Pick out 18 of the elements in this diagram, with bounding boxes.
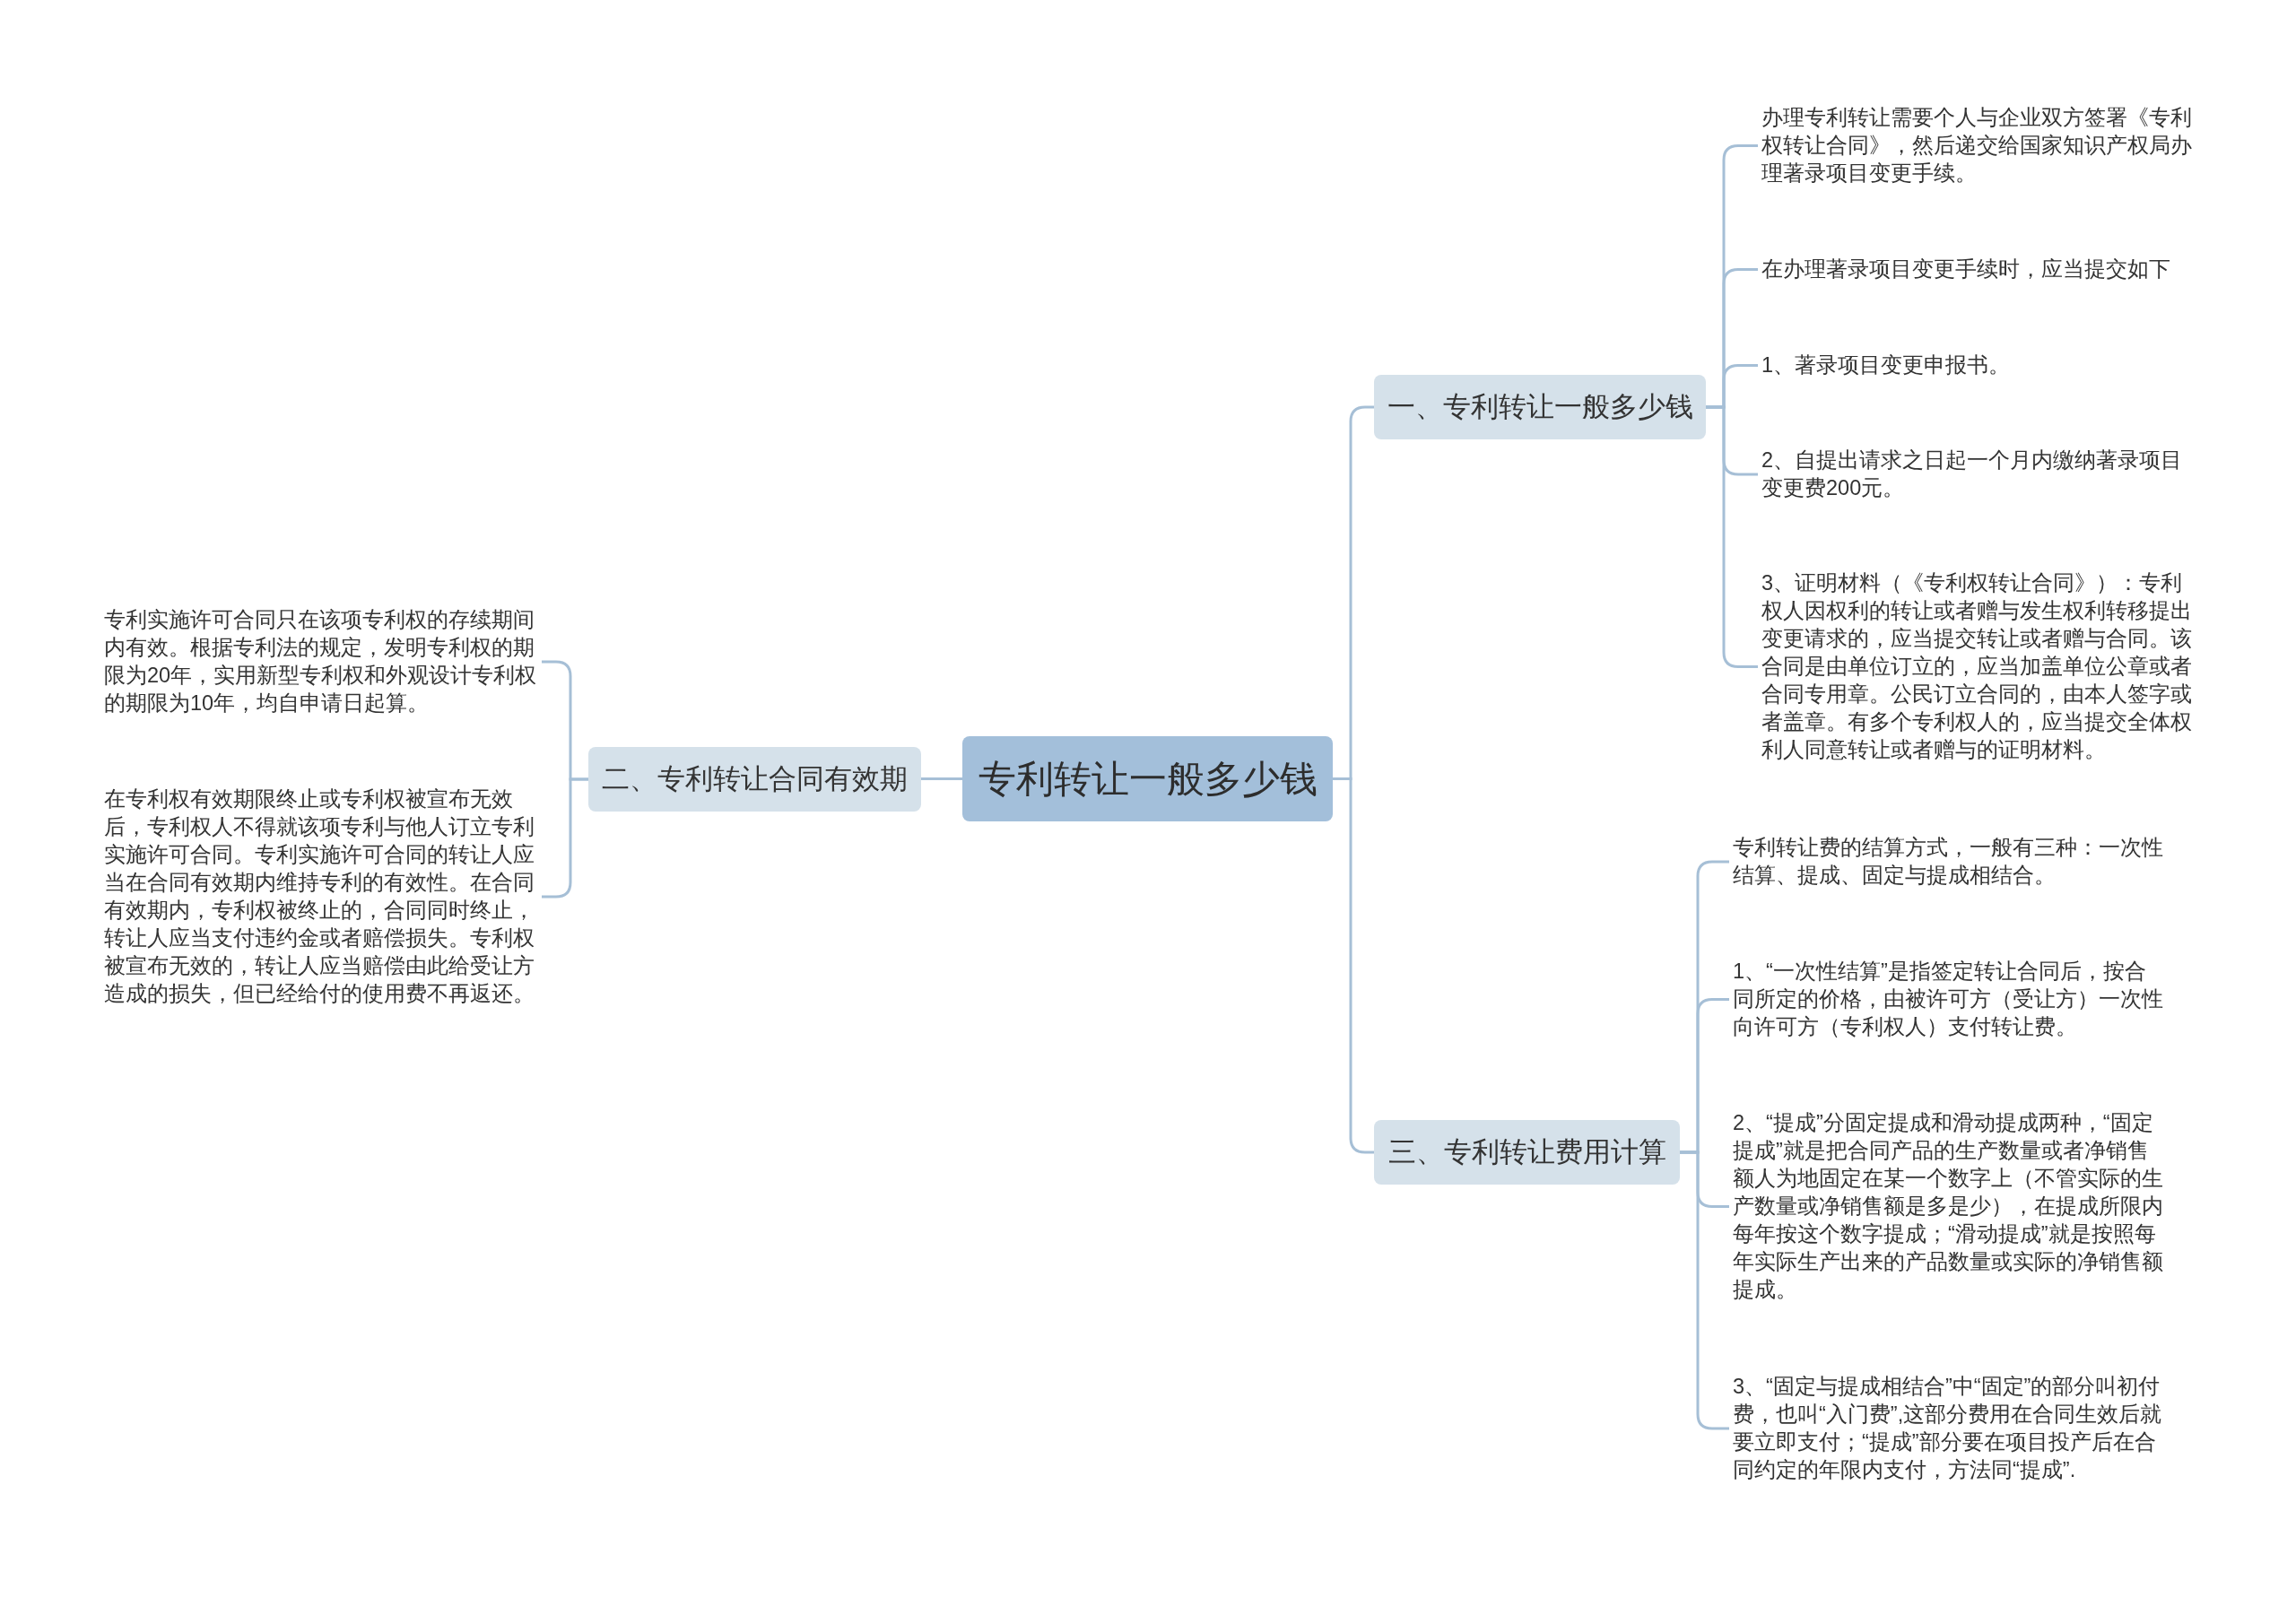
topic-text: 2、自提出请求之日起一个月内缴纳著录项目变更费200元。 — [1758, 447, 2199, 502]
topic-text: 1、“一次性结算”是指签定转让合同后，按合同所定的价格，由被许可方（受让方）一次性向许可方（专利权人）支付转让费。 — [1729, 958, 2170, 1041]
topic-text: 2、“提成”分固定提成和滑动提成两种，“固定提成”就是把合同产品的生产数量或者净销售额人为地固定在某一个数字上（不管实际的生产数量或净销售额是多是少），在提成所限内每年按这个数字提成；“滑动提成”就是按照每年实际生产出来的产品数量或实际的净销售额提成。 — [1729, 1109, 2170, 1304]
topic-text: 专利转让费的结算方式，一般有三种：一次性结算、提成、固定与提成相结合。 — [1729, 834, 2170, 890]
topic-text: 在办理著录项目变更手续时，应当提交如下 — [1758, 256, 2199, 283]
branch-topic: 一、专利转让一般多少钱 — [1374, 375, 1706, 439]
central-topic: 专利转让一般多少钱 — [962, 736, 1333, 821]
topic-text: 在专利权有效期限终止或专利权被宣布无效后，专利权人不得就该项专利与他人订立专利实施许可合同。专利实施许可合同的转让人应当在合同有效期内维持专利的有效性。在合同有效期内，专利权被终止的，合同同时终止，转让人应当支付违约金或者赔偿损失。专利权被宣布无效的，转让人应当赔偿由此给受让方造成的损失，但已经给付的使用费不再返还。 — [100, 786, 542, 1008]
topic-text: 办理专利转让需要个人与企业双方签署《专利权转让合同》，然后递交给国家知识产权局办理著录项目变更手续。 — [1758, 104, 2199, 187]
connector-line — [1680, 1150, 1729, 1430]
topic-text: 3、“固定与提成相结合”中“固定”的部分叫初付费，也叫“入门费”,这部分费用在合同生效后就要立即支付；“提成”部分要在项目投产后在合同约定的年限内支付，方法同“提成”. — [1729, 1373, 2170, 1484]
connector-line — [921, 777, 962, 780]
topic-text: 1、著录项目变更申报书。 — [1758, 352, 2199, 379]
branch-topic: 三、专利转让费用计算 — [1374, 1120, 1680, 1185]
branch-topic: 二、专利转让合同有效期 — [588, 747, 921, 812]
topic-text: 专利实施许可合同只在该项专利权的存续期间内有效。根据专利法的规定，发明专利权的期限为20年，实用新型专利权和外观设计专利权的期限为10年，均自申请日起算。 — [100, 606, 542, 717]
connector-line — [1333, 777, 1374, 1154]
topic-text: 3、证明材料（《专利权转让合同》）：专利权人因权利的转让或者赠与发生权利转移提出变更请求的，应当提交转让或者赠与合同。该合同是由单位订立的，应当加盖单位公章或者合同专用章。公民订立合同的，由本人签字或者盖章。有多个专利权人的，应当提交全体权利人同意转让或者赠与的证明材料。 — [1758, 569, 2199, 764]
